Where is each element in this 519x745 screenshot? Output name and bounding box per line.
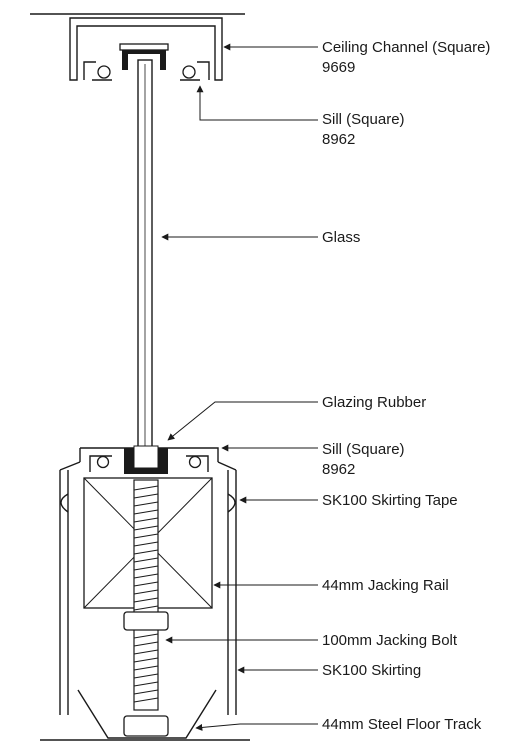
label-ceiling-channel: Ceiling Channel (Square) (322, 39, 490, 56)
label-floor-track: 44mm Steel Floor Track (322, 716, 482, 733)
label-sill-top-code: 8962 (322, 131, 355, 148)
label-sill-bottom: Sill (Square) (322, 441, 405, 458)
sill-bottom (79, 445, 219, 474)
label-glazing-rubber: Glazing Rubber (322, 394, 426, 411)
sill-top (119, 43, 169, 70)
glass-pane (137, 59, 153, 451)
jacking-bolt (123, 479, 169, 737)
label-sill-top: Sill (Square) (322, 111, 405, 128)
label-glass: Glass (322, 229, 360, 246)
label-jacking-rail: 44mm Jacking Rail (322, 577, 449, 594)
skirting (59, 461, 237, 715)
floor-track (40, 689, 250, 741)
label-skirting-tape: SK100 Skirting Tape (322, 492, 458, 509)
label-sill-bottom-code: 8962 (322, 461, 355, 478)
leader-lines (161, 43, 318, 731)
label-skirting: SK100 Skirting (322, 662, 421, 679)
label-ceiling-channel-code: 9669 (322, 59, 355, 76)
ceiling-channel (69, 17, 223, 81)
skirting-tape (60, 493, 236, 513)
label-jacking-bolt: 100mm Jacking Bolt (322, 632, 458, 649)
